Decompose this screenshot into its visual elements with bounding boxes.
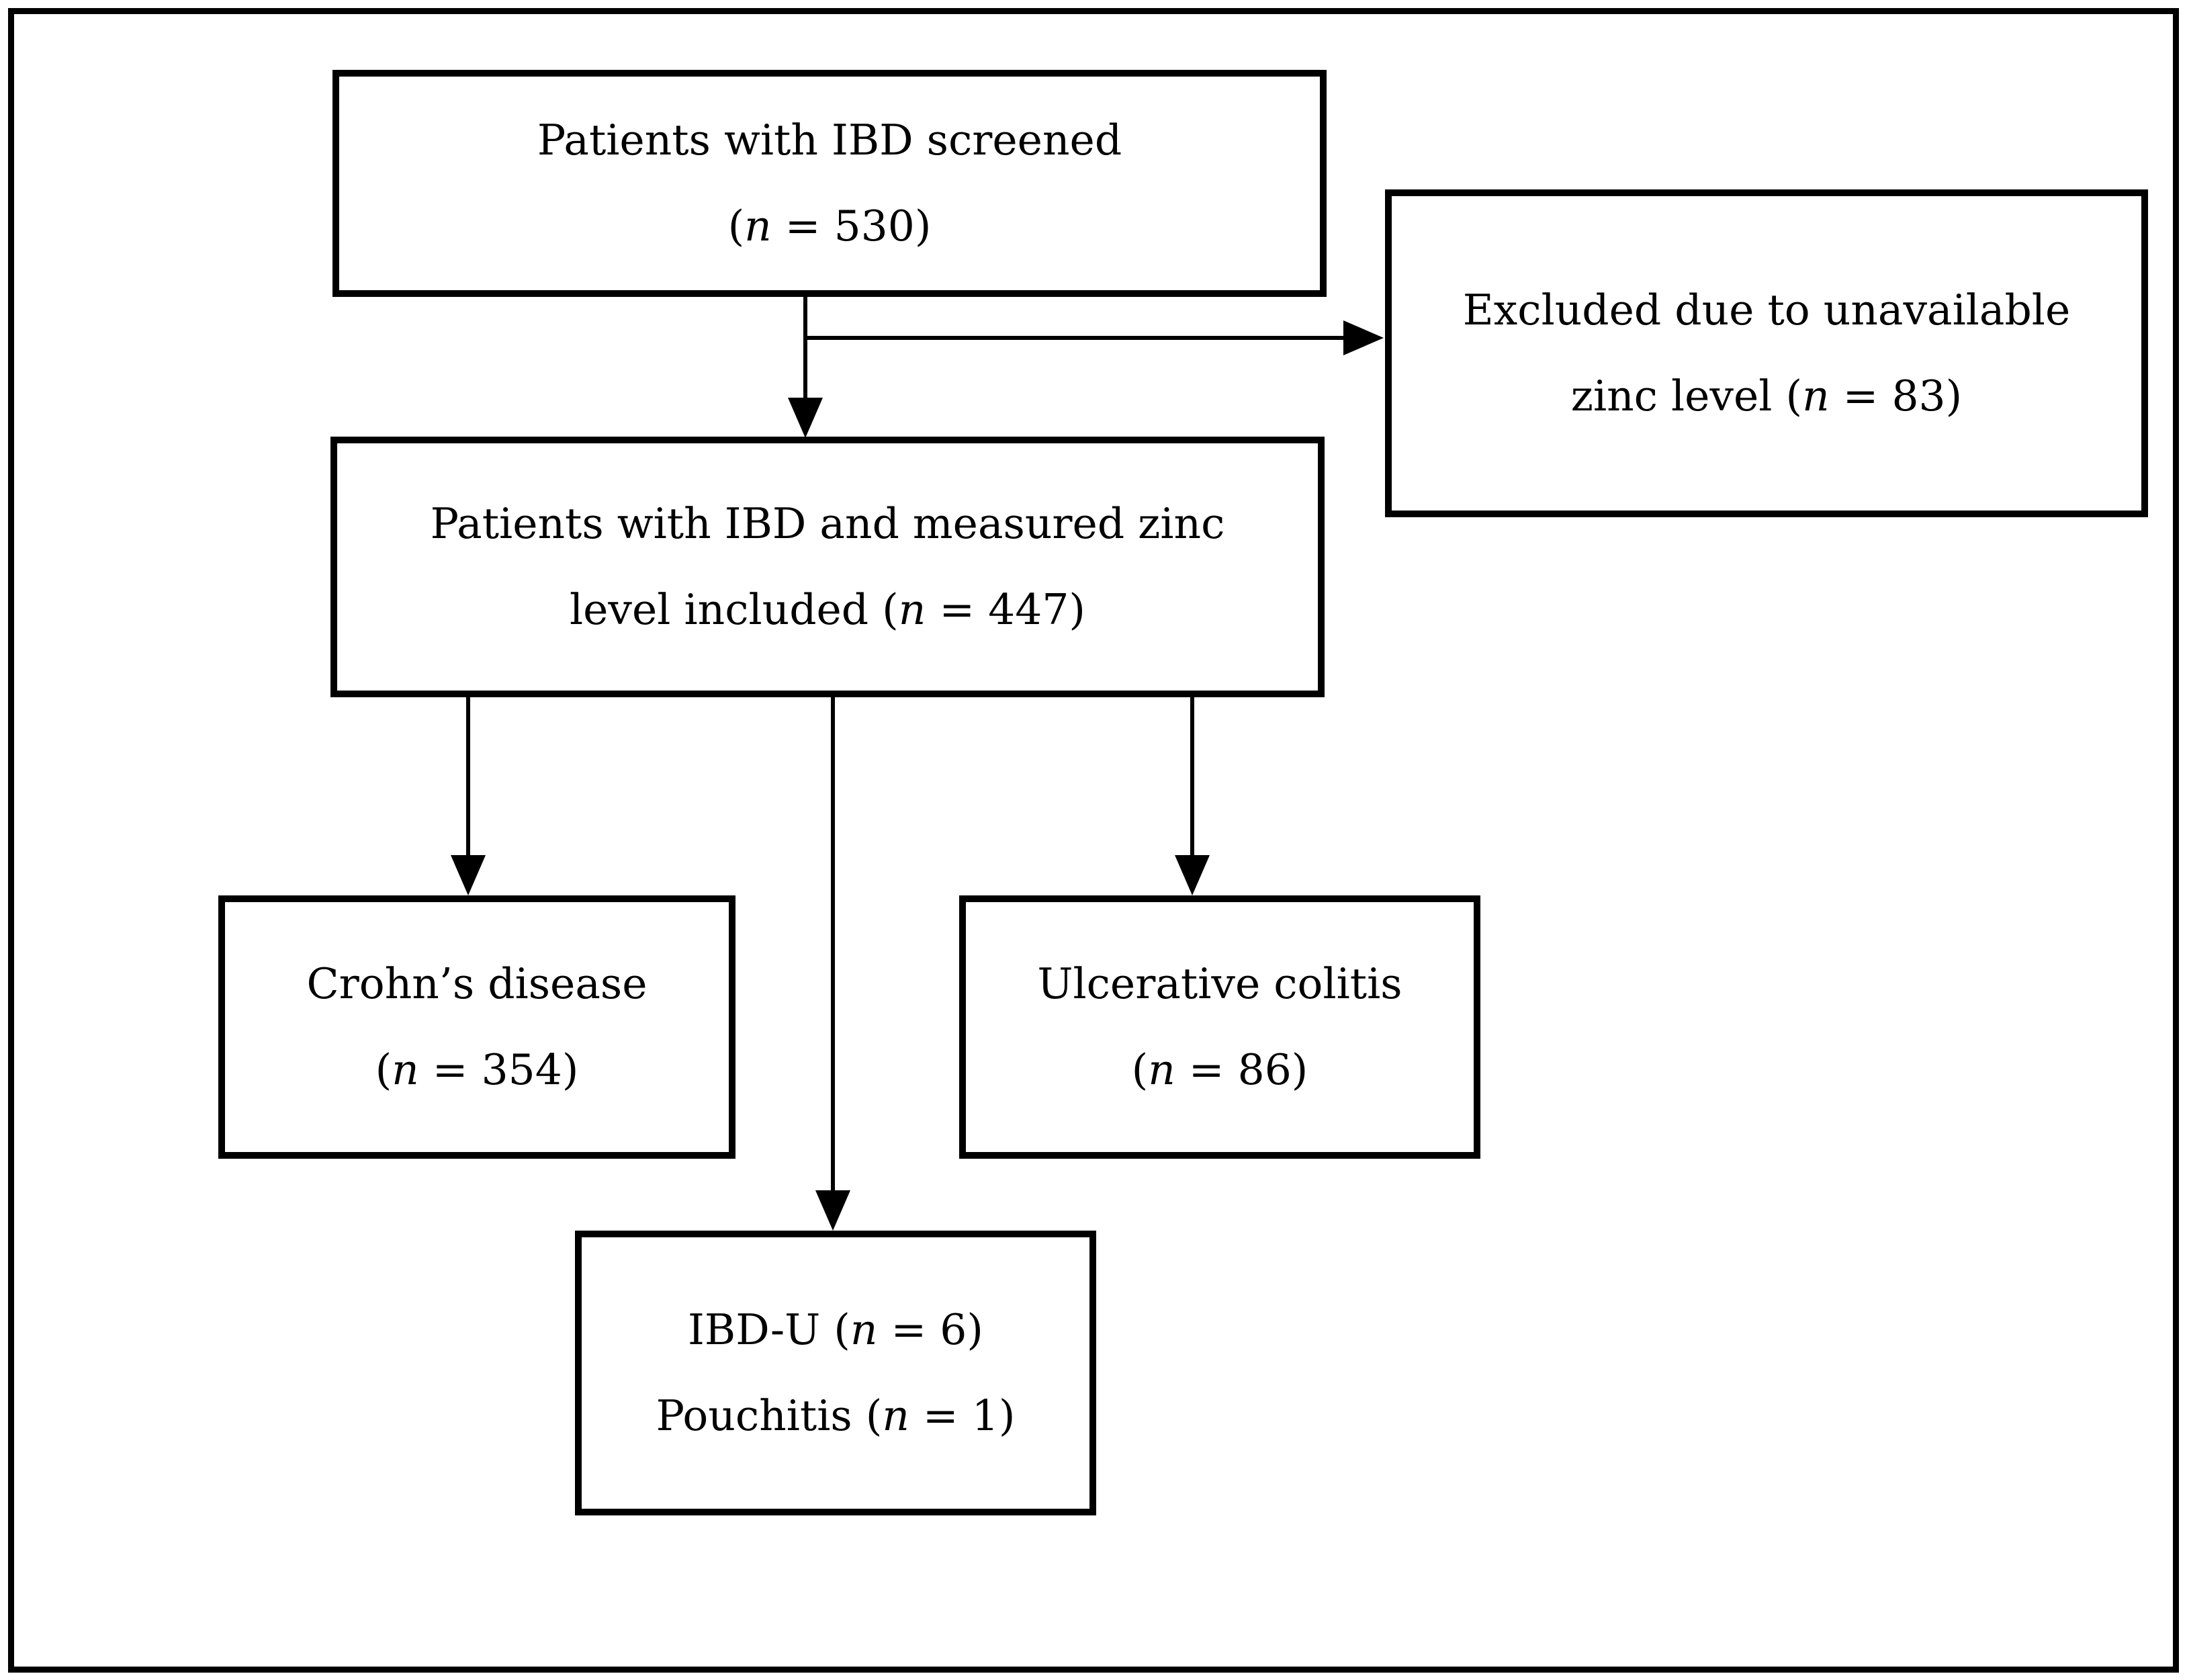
count-line: (n = 354) — [375, 1027, 579, 1113]
text-segment: zinc level ( — [1570, 371, 1803, 421]
text-line: Crohn’s disease — [306, 941, 647, 1027]
n-symbol: n — [882, 1391, 909, 1440]
text-line: Patients with IBD screened — [537, 97, 1122, 183]
arrow-branch-to-excluded-line — [805, 336, 1346, 340]
text-segment: Patients with IBD screened — [537, 116, 1122, 165]
text-segment: = 530) — [771, 202, 932, 251]
arrow-included-to-ibdu-line — [831, 697, 835, 1193]
text-segment: Pouchitis ( — [656, 1391, 883, 1440]
box-ulcerative-colitis: Ulcerative colitis (n = 86) — [959, 895, 1480, 1159]
box-screened: Patients with IBD screened (n = 530) — [332, 70, 1327, 297]
n-symbol: n — [744, 202, 772, 251]
text-segment: = 83) — [1829, 371, 1963, 421]
text-segment: Ulcerative colitis — [1037, 959, 1402, 1008]
box-crohns-disease: Crohn’s disease (n = 354) — [218, 895, 735, 1159]
text-segment: = 354) — [418, 1045, 579, 1094]
box-ibdu-pouchitis: IBD-U (n = 6) Pouchitis (n = 1) — [575, 1231, 1096, 1515]
n-symbol: n — [1148, 1045, 1175, 1094]
text-segment: level included ( — [569, 585, 899, 634]
count-line: (n = 530) — [728, 183, 932, 269]
box-excluded: Excluded due to unavailable zinc level (… — [1385, 189, 2148, 517]
text-line: Patients with IBD and measured zinc — [431, 481, 1225, 567]
text-segment: Patients with IBD and measured zinc — [430, 499, 1225, 548]
text-segment: ( — [1131, 1045, 1149, 1094]
text-segment: Excluded due to unavailable — [1462, 285, 2071, 335]
arrow-included-to-ulcerative-line — [1190, 697, 1194, 858]
text-line: Excluded due to unavailable — [1463, 267, 2070, 353]
text-segment: = 6) — [877, 1305, 983, 1354]
text-segment: = 86) — [1175, 1045, 1308, 1094]
n-symbol: n — [392, 1045, 419, 1094]
text-line: IBD-U (n = 6) — [688, 1287, 983, 1373]
text-segment: Crohn’s disease — [306, 959, 648, 1008]
text-segment: = 1) — [909, 1391, 1016, 1440]
text-segment: = 447) — [926, 585, 1085, 634]
arrowhead-down-icon — [451, 855, 486, 895]
text-line: Ulcerative colitis — [1037, 941, 1402, 1027]
box-included: Patients with IBD and measured zinc leve… — [330, 437, 1325, 697]
text-segment: IBD-U ( — [688, 1305, 850, 1354]
text-segment: ( — [727, 202, 745, 251]
arrowhead-right-icon — [1343, 320, 1384, 355]
arrow-included-to-crohns-line — [466, 697, 470, 858]
n-symbol: n — [850, 1305, 878, 1354]
text-segment: ( — [375, 1045, 392, 1094]
count-line: zinc level (n = 83) — [1571, 353, 1962, 439]
arrowhead-down-icon — [815, 1190, 850, 1231]
count-line: level included (n = 447) — [570, 567, 1085, 653]
n-symbol: n — [1802, 371, 1830, 421]
arrowhead-down-icon — [1175, 855, 1210, 895]
n-symbol: n — [898, 585, 926, 634]
arrowhead-down-icon — [788, 398, 823, 438]
count-line: (n = 86) — [1132, 1027, 1308, 1113]
arrow-screened-to-included-line — [803, 296, 807, 406]
text-line: Pouchitis (n = 1) — [656, 1373, 1016, 1459]
